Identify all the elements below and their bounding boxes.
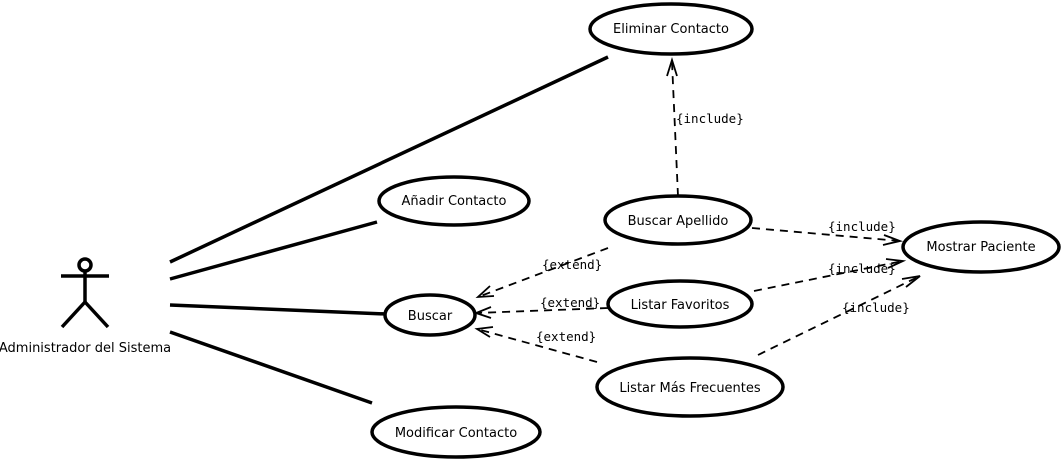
use-case-listar-favoritos[interactable]: Listar Favoritos xyxy=(606,279,754,329)
association-modificar xyxy=(169,330,373,405)
use-case-label: Listar Favoritos xyxy=(631,298,730,313)
use-case-label: Mostrar Paciente xyxy=(926,240,1035,255)
association-buscar xyxy=(169,303,387,316)
use-case-anadir-contacto[interactable]: Añadir Contacto xyxy=(377,175,531,227)
use-case-modificar-contacto[interactable]: Modificar Contacto xyxy=(370,405,542,459)
label-extend-apellido-buscar: {extend} xyxy=(542,257,602,272)
use-case-buscar[interactable]: Buscar xyxy=(383,293,477,337)
use-case-listar-mas-frecuentes[interactable]: Listar Más Frecuentes xyxy=(595,356,785,418)
arrowhead-buscar-3 xyxy=(474,326,494,338)
use-case-mostrar-paciente[interactable]: Mostrar Paciente xyxy=(901,220,1061,274)
use-case-label: Modificar Contacto xyxy=(395,426,517,441)
actor-leg-right xyxy=(83,300,110,329)
actor-name: Administrador del Sistema xyxy=(0,341,171,356)
actor-head xyxy=(77,257,93,273)
use-case-buscar-apellido[interactable]: Buscar Apellido xyxy=(603,194,753,246)
label-extend-favoritos-buscar: {extend} xyxy=(540,295,600,310)
arrowhead-buscar-1 xyxy=(475,285,495,299)
use-case-label: Buscar Apellido xyxy=(628,214,729,229)
extend-line-apellido-buscar xyxy=(477,247,609,298)
label-include-frecuentes-mostrar: {include} xyxy=(842,300,910,315)
use-case-label: Listar Más Frecuentes xyxy=(619,381,761,396)
use-case-label: Buscar xyxy=(408,309,453,324)
include-line-apellido-eliminar xyxy=(671,61,679,197)
arrowhead-eliminar xyxy=(666,56,678,77)
use-case-eliminar-contacto[interactable]: Eliminar Contacto xyxy=(588,2,754,56)
include-line-frecuentes-mostrar xyxy=(757,275,921,356)
include-line-favoritos-mostrar xyxy=(753,260,904,292)
actor-administrador[interactable]: Administrador del Sistema xyxy=(0,257,171,356)
arrowhead-mostrar-1 xyxy=(882,234,904,246)
label-include-apellido-mostrar: {include} xyxy=(828,219,896,234)
label-extend-frecuentes-buscar: {extend} xyxy=(536,329,596,344)
use-case-label: Añadir Contacto xyxy=(402,194,507,209)
include-line-apellido-mostrar xyxy=(751,227,901,242)
label-include-favoritos-mostrar: {include} xyxy=(828,261,896,276)
arrowhead-mostrar-3 xyxy=(901,275,921,288)
association-anadir xyxy=(169,220,378,281)
use-case-label: Eliminar Contacto xyxy=(613,22,729,37)
extend-line-frecuentes-buscar xyxy=(476,328,598,363)
arrowhead-mostrar-2 xyxy=(885,258,907,269)
association-eliminar xyxy=(169,55,609,264)
label-include-apellido-eliminar: {include} xyxy=(676,111,744,126)
actor-leg-left xyxy=(60,300,87,329)
